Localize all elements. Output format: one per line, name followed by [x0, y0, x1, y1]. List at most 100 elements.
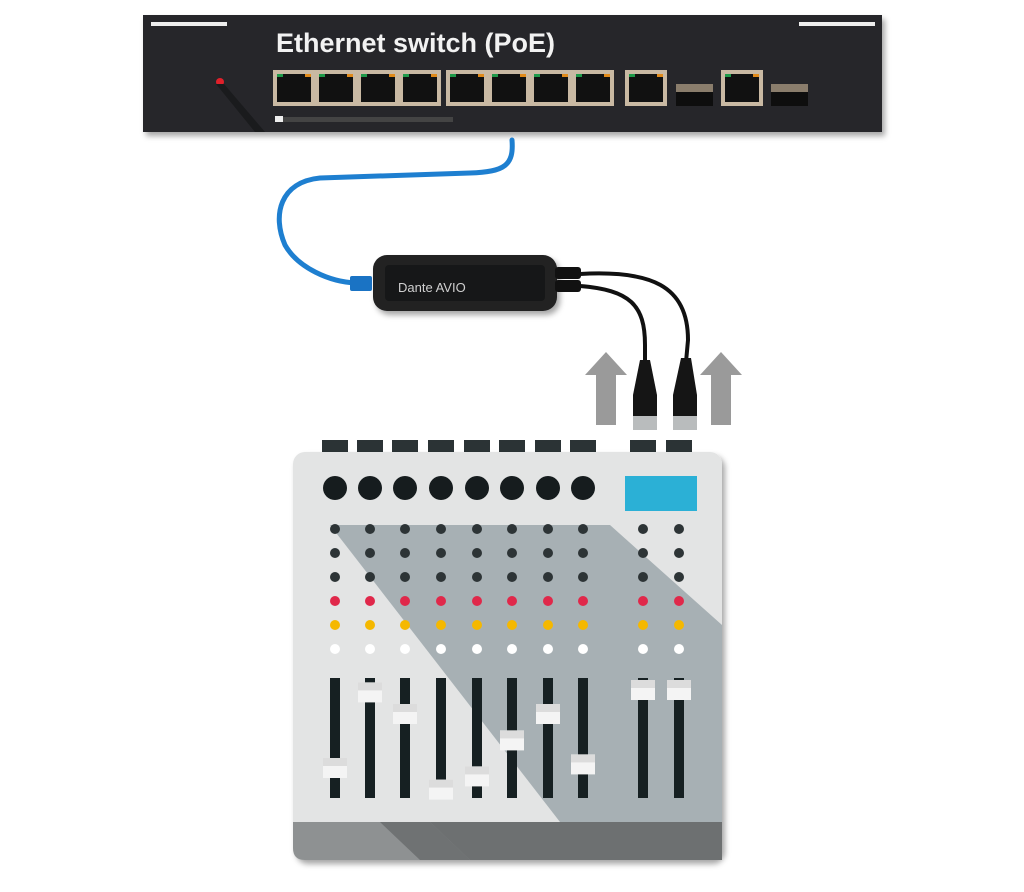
- rack-ear-mark-left: [151, 22, 227, 26]
- channel-knob[interactable]: [638, 620, 648, 630]
- channel-knob[interactable]: [507, 620, 517, 630]
- channel-knob[interactable]: [436, 548, 446, 558]
- channel-knob[interactable]: [472, 572, 482, 582]
- channel-knob[interactable]: [400, 548, 410, 558]
- channel-knob[interactable]: [472, 620, 482, 630]
- channel-knob[interactable]: [436, 620, 446, 630]
- channel-knob[interactable]: [365, 644, 375, 654]
- channel-knob[interactable]: [674, 572, 684, 582]
- rack-ear-mark-right: [799, 22, 875, 26]
- mixer-channel-strip: [358, 476, 382, 798]
- mixer-channel-strip: [393, 476, 417, 798]
- channel-knob[interactable]: [365, 596, 375, 606]
- channel-knob[interactable]: [578, 596, 588, 606]
- gain-knob[interactable]: [500, 476, 524, 500]
- fader-track: [365, 678, 375, 798]
- channel-knob[interactable]: [638, 644, 648, 654]
- channel-knob[interactable]: [330, 620, 340, 630]
- channel-knob[interactable]: [543, 596, 553, 606]
- rj45-port: [315, 70, 357, 106]
- channel-knob[interactable]: [436, 524, 446, 534]
- mixer-channel-strip: [500, 476, 524, 798]
- channel-knob[interactable]: [543, 548, 553, 558]
- mixer-channel-strip: [429, 476, 453, 800]
- channel-knob[interactable]: [507, 572, 517, 582]
- gain-knob[interactable]: [358, 476, 382, 500]
- channel-knob[interactable]: [578, 548, 588, 558]
- channel-knob[interactable]: [472, 548, 482, 558]
- channel-knob[interactable]: [365, 620, 375, 630]
- channel-knob[interactable]: [472, 644, 482, 654]
- channel-knob[interactable]: [674, 620, 684, 630]
- channel-knob[interactable]: [507, 548, 517, 558]
- channel-knob[interactable]: [400, 644, 410, 654]
- channel-knob[interactable]: [578, 524, 588, 534]
- ethernet-cable: [276, 137, 515, 286]
- gain-knob[interactable]: [323, 476, 347, 500]
- channel-knob[interactable]: [472, 524, 482, 534]
- channel-knob[interactable]: [330, 524, 340, 534]
- gain-knob[interactable]: [393, 476, 417, 500]
- fader-track: [400, 678, 410, 798]
- xlr-connector-2: [673, 358, 697, 430]
- channel-knob[interactable]: [436, 572, 446, 582]
- channel-knob[interactable]: [578, 572, 588, 582]
- dante-avio-adapter: Dante AVIO: [373, 255, 581, 311]
- channel-knob[interactable]: [436, 596, 446, 606]
- xlr-cable-2: [579, 271, 691, 363]
- channel-knob[interactable]: [638, 572, 648, 582]
- gain-knob[interactable]: [571, 476, 595, 500]
- switch-title: Ethernet switch (PoE): [276, 28, 555, 58]
- mixer-channel-strip: [631, 524, 655, 798]
- channel-knob[interactable]: [543, 572, 553, 582]
- mixer-channel-strip: [667, 524, 691, 798]
- channel-knob[interactable]: [330, 644, 340, 654]
- channel-knob[interactable]: [674, 596, 684, 606]
- rj45-port: [721, 70, 763, 106]
- channel-knob[interactable]: [330, 596, 340, 606]
- status-strip: [275, 117, 453, 122]
- channel-knob[interactable]: [543, 620, 553, 630]
- channel-knob[interactable]: [543, 644, 553, 654]
- input-jack-tab: [499, 440, 525, 454]
- channel-knob[interactable]: [330, 548, 340, 558]
- rj45-port: [530, 70, 572, 106]
- channel-knob[interactable]: [638, 548, 648, 558]
- channel-knob[interactable]: [330, 572, 340, 582]
- fader-track: [638, 678, 648, 798]
- channel-knob[interactable]: [365, 524, 375, 534]
- channel-knob[interactable]: [400, 620, 410, 630]
- channel-knob[interactable]: [507, 524, 517, 534]
- channel-knob[interactable]: [400, 572, 410, 582]
- channel-knob[interactable]: [472, 596, 482, 606]
- channel-knob[interactable]: [543, 524, 553, 534]
- channel-knob[interactable]: [400, 524, 410, 534]
- channel-knob[interactable]: [507, 644, 517, 654]
- input-jack-tab: [357, 440, 383, 454]
- channel-knob[interactable]: [507, 596, 517, 606]
- channel-knob[interactable]: [674, 644, 684, 654]
- fader-track: [543, 678, 553, 798]
- channel-knob[interactable]: [578, 644, 588, 654]
- gain-knob[interactable]: [536, 476, 560, 500]
- channel-knob[interactable]: [638, 596, 648, 606]
- gain-knob[interactable]: [429, 476, 453, 500]
- channel-knob[interactable]: [578, 620, 588, 630]
- channel-knob[interactable]: [436, 644, 446, 654]
- channel-knob[interactable]: [638, 524, 648, 534]
- rj45-port: [446, 70, 488, 106]
- gain-knob[interactable]: [465, 476, 489, 500]
- input-jack-tab: [322, 440, 348, 454]
- fader-track: [674, 678, 684, 798]
- input-jack-tab: [666, 440, 692, 454]
- channel-knob[interactable]: [674, 548, 684, 558]
- fader-track: [330, 678, 340, 798]
- channel-knob[interactable]: [365, 572, 375, 582]
- sfp-slot: [676, 84, 713, 92]
- input-jack-tab: [428, 440, 454, 454]
- channel-knob[interactable]: [400, 596, 410, 606]
- channel-knob[interactable]: [365, 548, 375, 558]
- adapter-label: Dante AVIO: [398, 280, 466, 295]
- channel-knob[interactable]: [674, 524, 684, 534]
